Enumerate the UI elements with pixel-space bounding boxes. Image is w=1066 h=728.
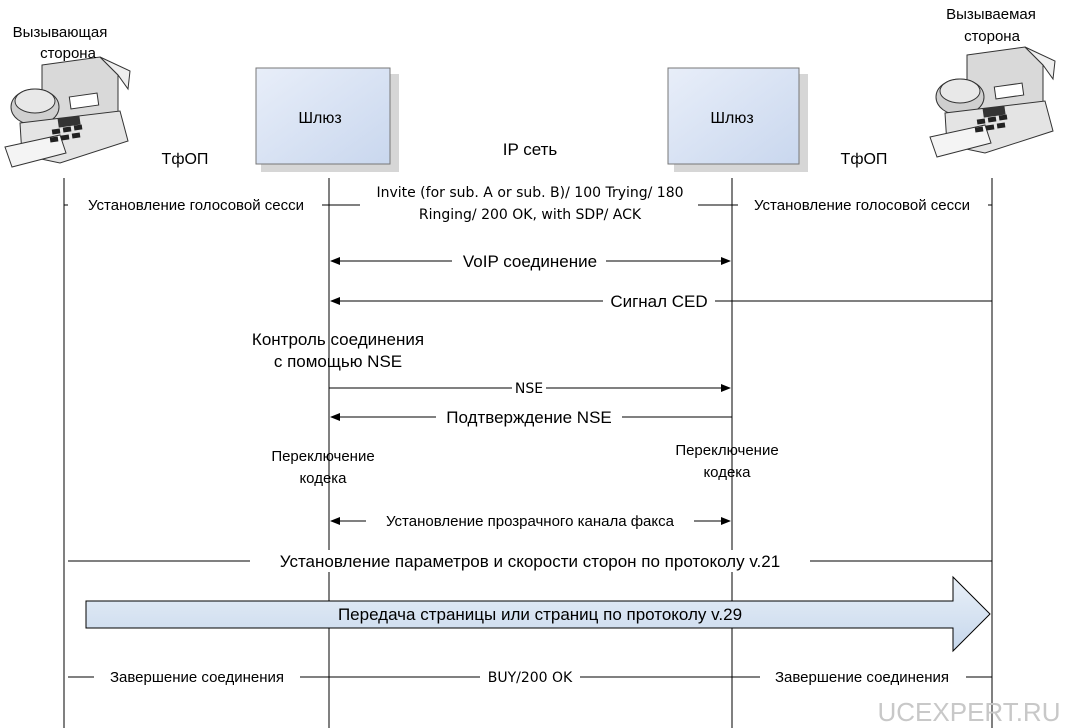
sip-label-2: Ringing/ 200 OK, with SDP/ ACK <box>419 207 642 223</box>
nse-control-label-2: с помощью NSE <box>274 352 402 371</box>
codec-right-label-2: кодека <box>703 464 751 481</box>
voice-session-left-label: Установление голосовой сесси <box>88 197 304 214</box>
caller-label-2: сторона <box>40 45 97 62</box>
ced-label: Сигнал CED <box>610 292 707 311</box>
callee-label-1: Вызываемая <box>946 6 1036 23</box>
buy-label: BUY/200 OK <box>488 670 573 686</box>
gateway-left-box <box>255 67 399 172</box>
watermark: UCEXPERT.RU <box>877 697 1060 727</box>
v21-label: Установление параметров и скорости сторо… <box>280 552 780 571</box>
nse-control-label-1: Контроль соединения <box>252 330 424 349</box>
fax-channel-label: Установление прозрачного канала факса <box>386 513 675 530</box>
nse-ack-label: Подтверждение NSE <box>446 408 612 427</box>
gateway-right-box <box>667 67 808 172</box>
sip-label-1: Invite (for sub. A or sub. B)/ 100 Tryin… <box>376 185 683 201</box>
pstn-left-label: ТфОП <box>162 151 209 168</box>
codec-left-label-1: Переключение <box>271 448 374 465</box>
gateway-right-label: Шлюз <box>710 110 753 127</box>
gateway-left-label: Шлюз <box>298 110 341 127</box>
fax-machine-icon <box>4 56 131 168</box>
codec-right-label-1: Переключение <box>675 442 778 459</box>
pstn-right-label: ТфОП <box>841 151 888 168</box>
fax-machine-icon <box>929 46 1056 158</box>
v29-arrow <box>85 575 991 653</box>
v29-label: Передача страницы или страниц по протоко… <box>338 605 742 624</box>
end-left-label: Завершение соединения <box>110 669 284 686</box>
ip-network-label: IP сеть <box>503 140 558 159</box>
codec-left-label-2: кодека <box>299 470 347 487</box>
nse-label: NSE <box>515 381 543 397</box>
end-right-label: Завершение соединения <box>775 669 949 686</box>
voice-session-right-label: Установление голосовой сесси <box>754 197 970 214</box>
caller-label-1: Вызывающая <box>13 24 108 41</box>
callee-label-2: сторона <box>964 28 1021 45</box>
voip-label: VoIP соединение <box>463 252 597 271</box>
